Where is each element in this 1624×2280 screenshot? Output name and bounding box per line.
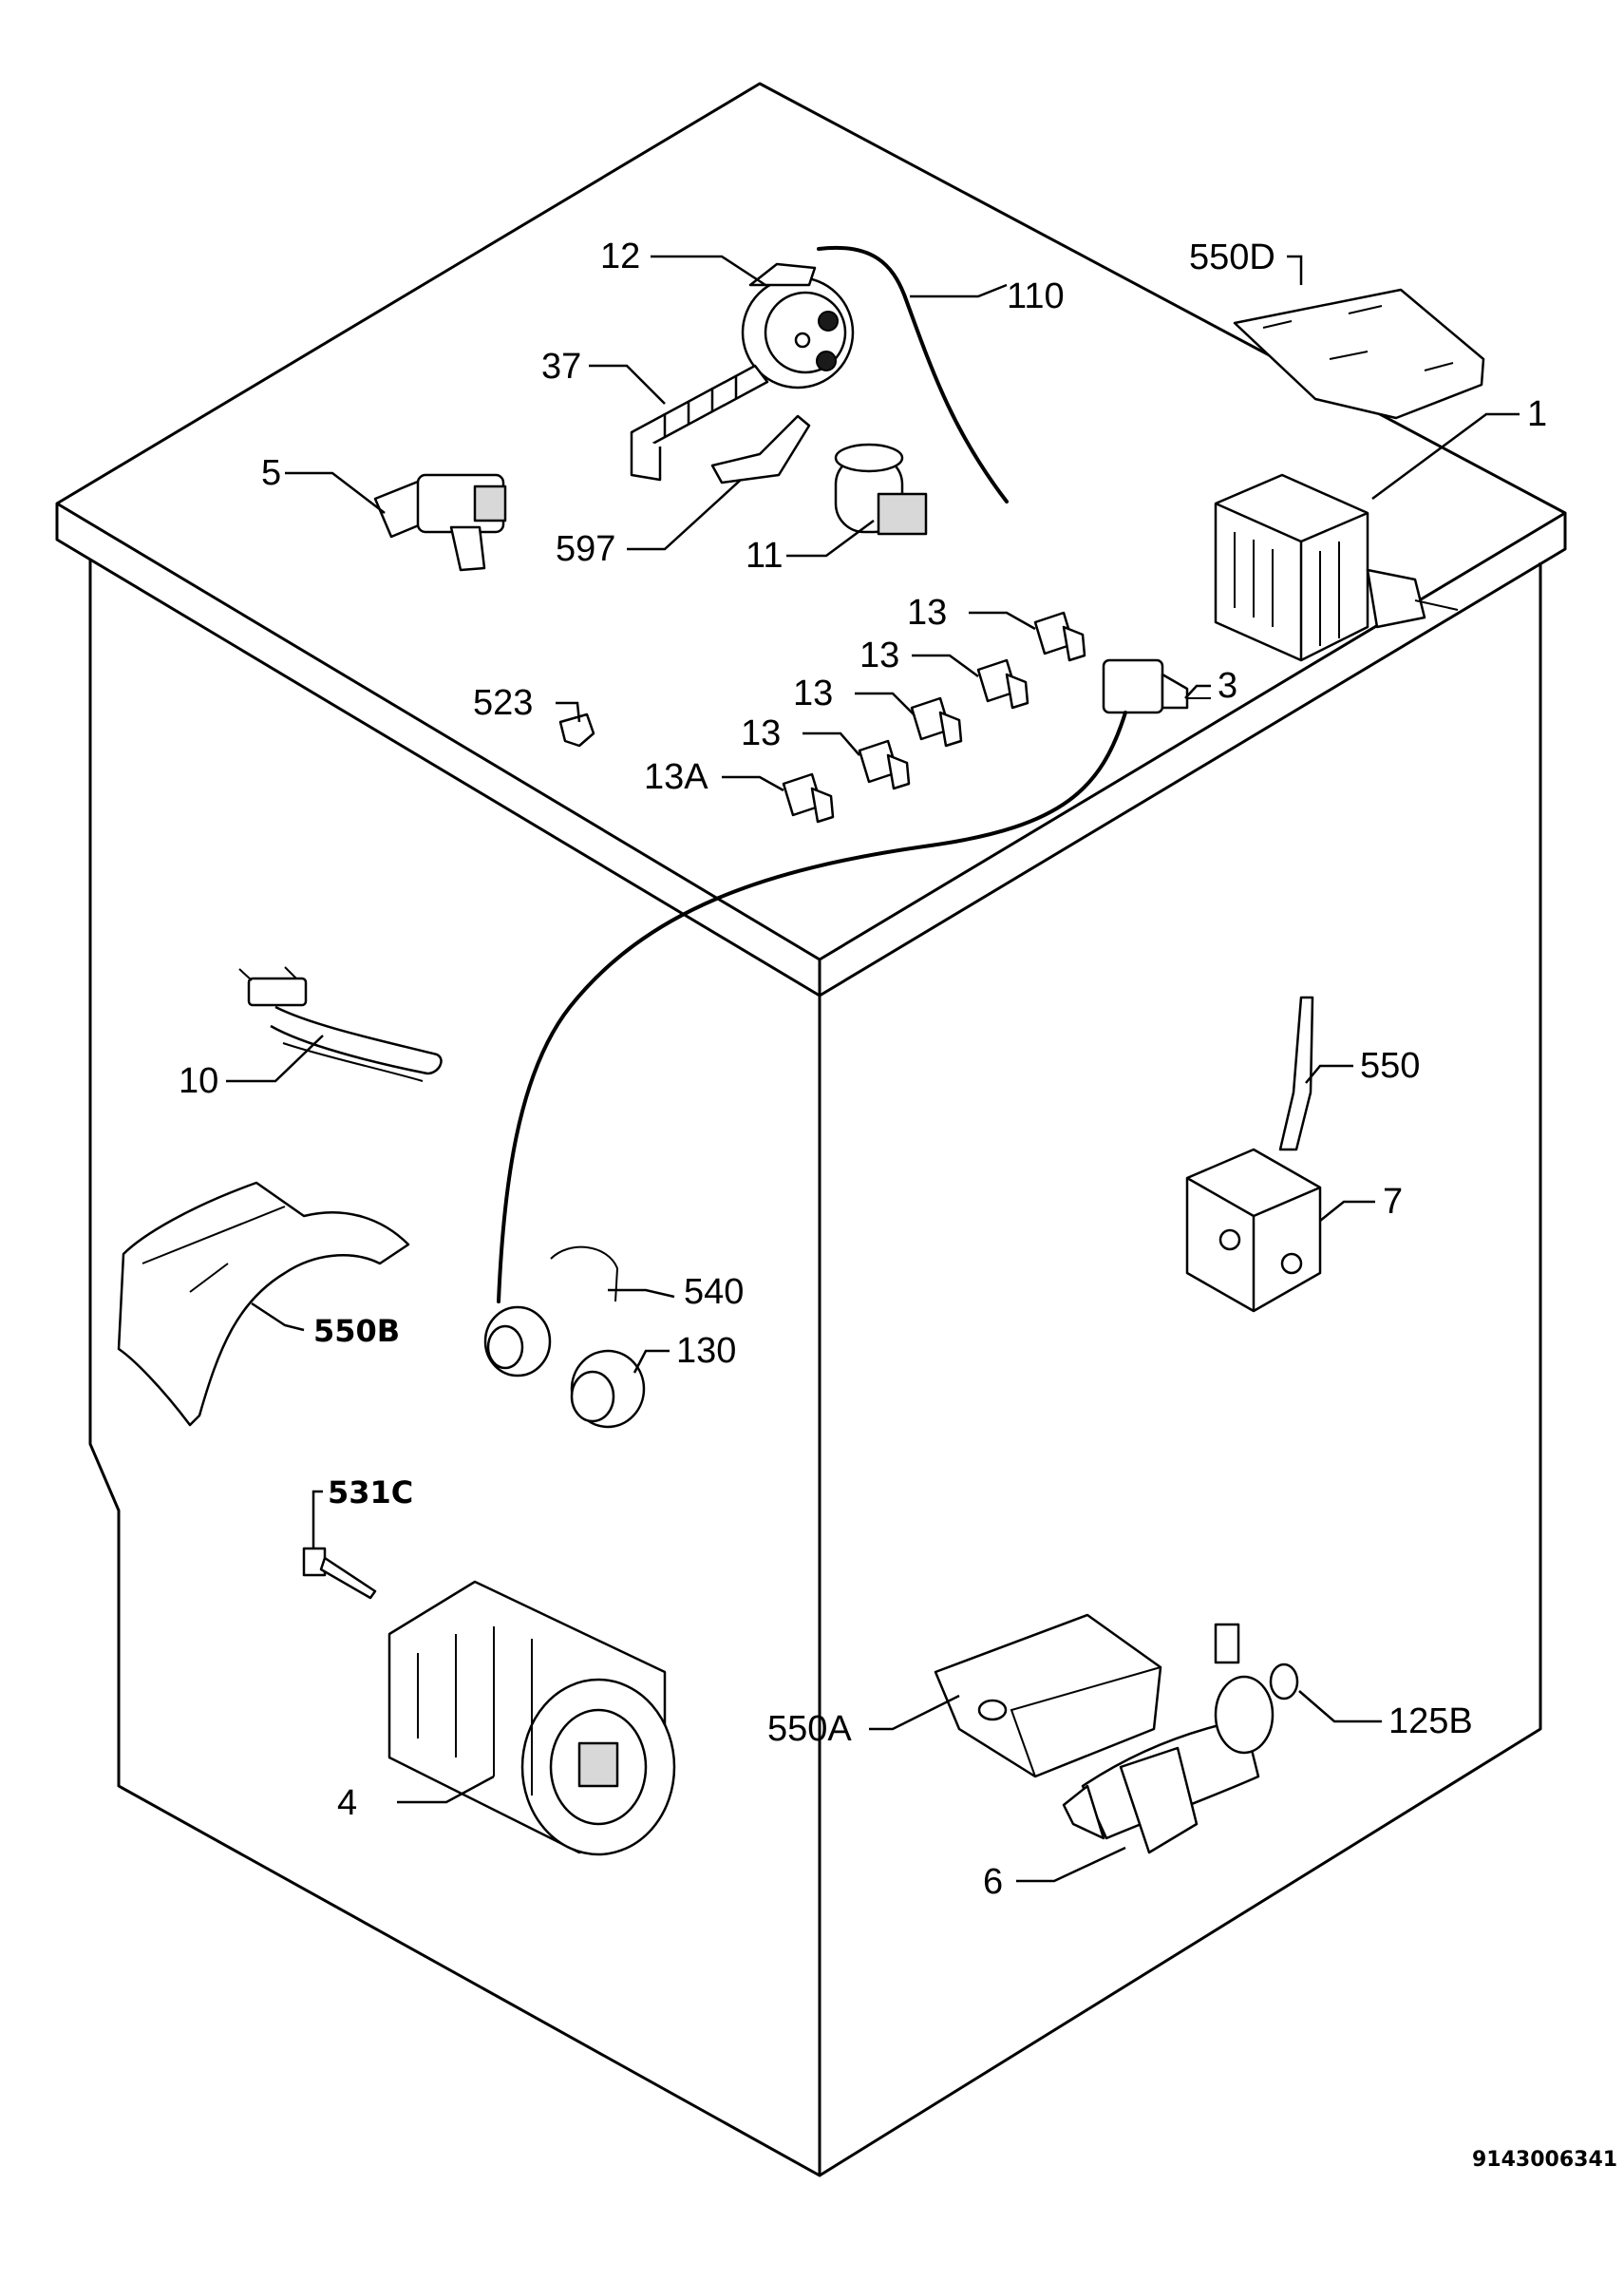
label-37: 37 <box>541 347 581 387</box>
connector-13-2[interactable] <box>976 658 1029 710</box>
label-4: 4 <box>337 1783 357 1823</box>
grommet-130[interactable] <box>483 1305 552 1378</box>
motor-cover <box>117 1181 410 1427</box>
pressure-switch[interactable] <box>741 262 855 390</box>
label-110: 110 <box>1007 276 1065 316</box>
connector-13-1[interactable] <box>1033 611 1086 662</box>
connector-13a[interactable] <box>782 772 835 824</box>
water-inlet-valve[interactable] <box>373 473 507 572</box>
terminal-block[interactable] <box>630 364 769 482</box>
document-number: 9143006341 <box>1472 2148 1617 2172</box>
label-13-2: 13 <box>859 636 899 675</box>
label-3: 3 <box>1218 666 1237 706</box>
leader-lines <box>226 255 1520 1883</box>
connector-13-4[interactable] <box>858 739 911 790</box>
label-531c: 531C <box>328 1474 413 1510</box>
label-1: 1 <box>1527 394 1547 434</box>
label-12: 12 <box>600 237 640 276</box>
wire-harness <box>497 711 1127 1303</box>
drive-motor[interactable] <box>387 1580 676 1856</box>
label-597: 597 <box>556 529 615 569</box>
label-125b: 125B <box>1388 1701 1473 1741</box>
connector-13-3[interactable] <box>910 696 963 748</box>
cable-clamp <box>550 1245 619 1302</box>
capacitor[interactable] <box>834 443 928 536</box>
cover-plate <box>1233 288 1485 420</box>
programme-timer[interactable] <box>1214 473 1459 662</box>
label-6: 6 <box>983 1862 1003 1902</box>
label-550: 550 <box>1360 1046 1420 1086</box>
label-13-3: 13 <box>793 674 833 713</box>
label-550b: 550B <box>313 1313 400 1349</box>
pressure-hose <box>817 245 1009 504</box>
grommet-130b[interactable] <box>570 1349 646 1429</box>
bracket-clip <box>710 414 811 484</box>
label-7: 7 <box>1383 1182 1403 1222</box>
pump-cover <box>934 1613 1162 1778</box>
label-550a: 550A <box>767 1709 852 1749</box>
label-13-1: 13 <box>907 593 947 633</box>
label-523: 523 <box>473 683 533 723</box>
label-13-4: 13 <box>741 713 781 753</box>
label-130: 130 <box>676 1331 736 1371</box>
small-clip <box>558 712 595 748</box>
label-5: 5 <box>261 453 281 493</box>
rotary-switch[interactable] <box>1102 658 1211 714</box>
label-10: 10 <box>179 1061 218 1101</box>
cabinet-outline <box>55 82 1567 2177</box>
motor-screw[interactable] <box>302 1547 377 1600</box>
pump-seal-ring <box>1269 1662 1299 1700</box>
drain-pump[interactable] <box>1062 1623 1275 1854</box>
heating-element[interactable] <box>238 966 443 1082</box>
label-550d: 550D <box>1189 238 1275 277</box>
label-11: 11 <box>746 536 783 576</box>
label-13a: 13A <box>644 757 708 797</box>
label-540: 540 <box>684 1272 744 1312</box>
door-interlock[interactable] <box>1185 996 1322 1313</box>
